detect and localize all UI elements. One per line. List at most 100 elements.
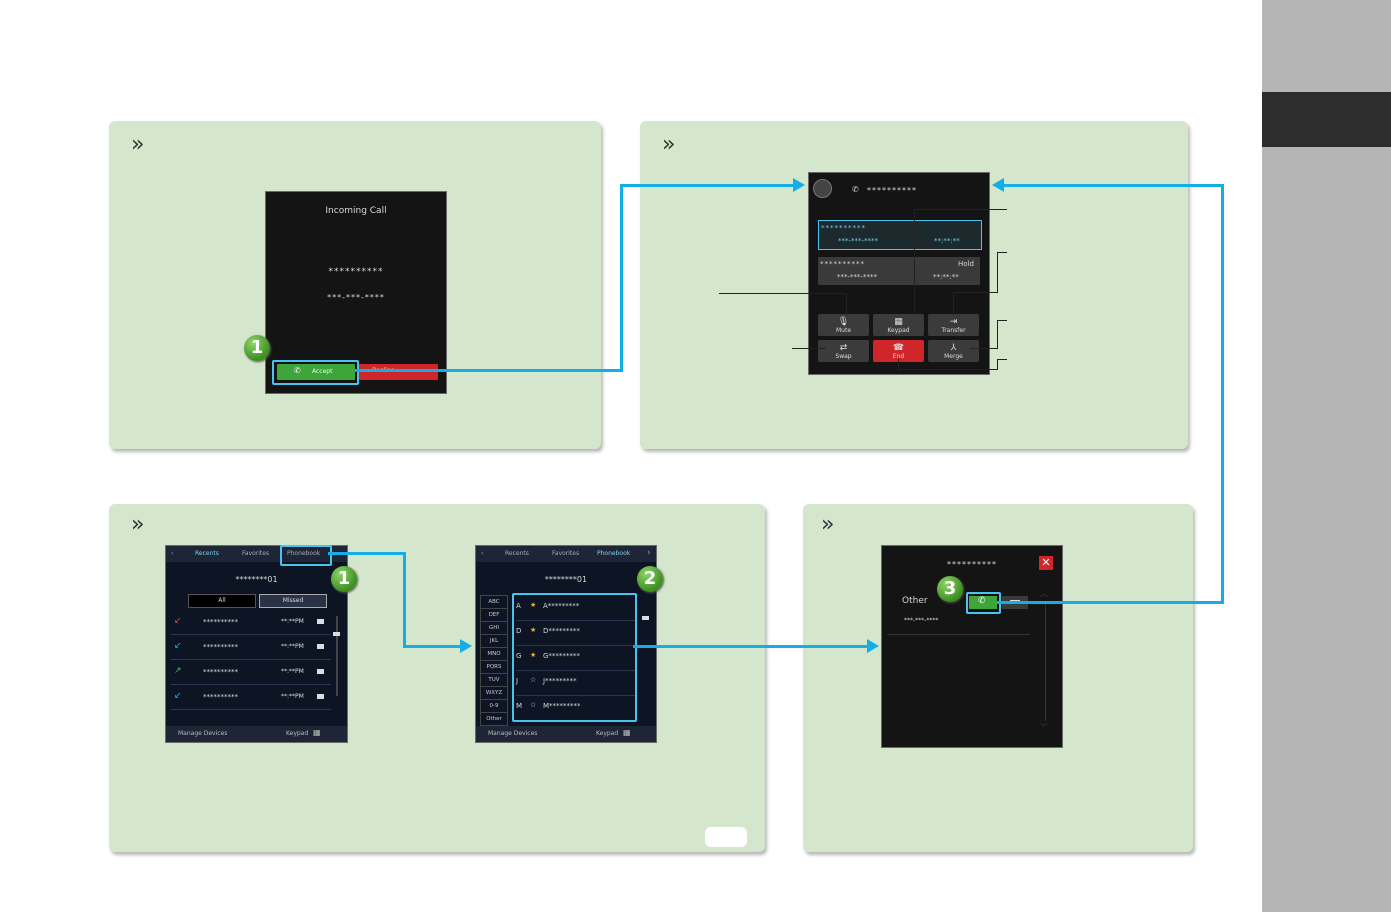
callout-merge [970,348,998,349]
back-circle-icon[interactable] [813,179,832,198]
scroll-thumb[interactable] [642,616,649,620]
list-item[interactable]: D ★ D********* [516,621,636,646]
accept-label: Accept [312,368,333,375]
back-chevron-icon[interactable]: ‹ [171,550,174,557]
star-icon[interactable]: ☆ [530,701,537,709]
contact-letter: G [516,652,522,660]
tab-recents[interactable]: Recents [195,550,219,557]
callout-transfer [997,252,1007,253]
contact-detail-screen: ********** ✕ Other ***-***-**** ✆ ︿ ﹀ [881,545,1063,748]
index-item[interactable]: MNO [480,648,508,661]
index-item[interactable]: WXYZ [480,687,508,700]
incoming-call-icon: ↙ [174,691,182,701]
mute-button[interactable]: 🎙Mute [818,314,869,336]
transfer-button[interactable]: ⇥Transfer [928,314,979,336]
flow-line [328,552,406,555]
index-item[interactable]: ABC [480,595,508,609]
recents-screen: ‹ Recents Favorites Phonebook ********01… [165,545,348,743]
step-badge-2: 2 [637,566,663,592]
list-item[interactable]: ↙ ********** **:**PM [171,635,331,660]
close-button[interactable]: ✕ [1039,556,1053,570]
filter-all-button[interactable]: All [188,594,256,608]
contact-letter: A [516,602,521,610]
device-icon [317,644,324,649]
callout-mute [719,293,846,294]
list-item[interactable]: A ★ A********* [516,596,636,621]
index-item[interactable]: 0-9 [480,700,508,713]
contact-letter: M [516,702,523,710]
list-item[interactable]: J ☆ J********* [516,671,636,696]
scroll-thumb[interactable] [333,632,340,636]
scroll-down-icon[interactable]: ﹀ [1040,723,1048,732]
mute-label: Mute [835,327,852,334]
tab-phonebook[interactable]: Phonebook [597,550,631,557]
keypad-button[interactable]: Keypad [286,730,309,737]
callout-keypad [914,209,915,315]
phonebook-footer: Manage Devices Keypad ▦ [476,726,656,742]
forward-chevron-icon[interactable]: › [647,548,651,558]
list-item[interactable]: ↗ ********** **:**PM [171,660,331,685]
star-icon[interactable]: ★ [530,626,537,634]
index-item[interactable]: TUV [480,674,508,687]
scroll-up-icon[interactable]: ︿ [1040,589,1048,598]
manage-devices-button[interactable]: Manage Devices [178,730,228,737]
swap-button[interactable]: ⇄Swap [818,340,869,362]
index-item[interactable]: DEF [480,609,508,622]
contact-name: M********* [543,702,581,710]
flow-line [355,369,623,372]
alphabet-index: ABC DEF GHI JKL MNO PQRS TUV WXYZ 0-9 Ot… [480,595,508,726]
merge-label: Merge [944,353,963,360]
tab-phonebook[interactable]: Phonebook [287,550,321,557]
close-icon: ✕ [1041,556,1051,569]
contact-name: G********* [543,652,580,660]
list-item[interactable]: ↙ ********** **:**PM [171,610,331,635]
flow-line [1221,184,1224,604]
contact-list-highlight [512,593,637,722]
merge-icon: ⅄ [950,343,957,353]
star-icon[interactable]: ★ [530,601,537,609]
call-line-active[interactable]: ********** ***-***-**** **:**:** [818,220,982,250]
call-button[interactable]: ✆ [969,596,997,609]
end-call-button[interactable]: ☎End [873,340,924,362]
keypad-button[interactable]: ▦Keypad [873,314,924,336]
keypad-button[interactable]: Keypad [596,730,619,737]
tab-favorites[interactable]: Favorites [552,550,580,557]
flow-line [403,645,461,648]
phonebook-screen: ‹ Recents Favorites Phonebook › ********… [475,545,657,743]
flow-line [1003,184,1224,187]
list-item[interactable]: ↙ ********** **:**PM [171,685,331,710]
keypad-icon: ▦ [313,728,321,737]
in-call-screen: ✆ ********** ********** ***-***-**** **:… [808,172,990,375]
scrollbar[interactable] [1045,601,1046,721]
index-item[interactable]: PQRS [480,661,508,674]
index-item[interactable]: Other [480,713,508,726]
star-icon[interactable]: ☆ [530,676,537,684]
callout-end [898,369,998,370]
call-line-hold[interactable]: ********** Hold ***-***-**** **:**:** [818,257,980,285]
list-item[interactable]: G ★ G********* [516,646,636,671]
tab-favorites[interactable]: Favorites [242,550,270,557]
list-item[interactable]: M ☆ M********* [516,696,636,720]
flow-line [997,601,1224,604]
chevron-right-icon: » [131,512,145,537]
tab-recents[interactable]: Recents [505,550,529,557]
back-chevron-icon[interactable]: ‹ [481,550,484,557]
decline-button[interactable]: Decline [358,364,438,380]
phone-tab-bar: ‹ Recents Favorites Phonebook [166,546,347,562]
merge-button[interactable]: ⅄Merge [928,340,979,362]
accept-button[interactable]: ✆ Accept [277,364,355,380]
filter-missed-button[interactable]: Missed [259,594,327,608]
index-item[interactable]: GHI [480,622,508,635]
manage-devices-button[interactable]: Manage Devices [488,730,538,737]
line2-name: ********** [820,260,865,268]
incoming-call-title: Incoming Call [325,206,387,216]
recent-time: **:**PM [281,618,304,625]
caller-number: ***-***-**** [327,293,385,302]
star-icon[interactable]: ★ [530,651,537,659]
line1-name: ********** [821,224,866,232]
scrollbar[interactable] [336,616,338,696]
callout-transfer [997,252,998,292]
index-item[interactable]: JKL [480,635,508,648]
line2-number: ***-***-**** [837,273,878,281]
device-name: ********01 [544,575,588,584]
